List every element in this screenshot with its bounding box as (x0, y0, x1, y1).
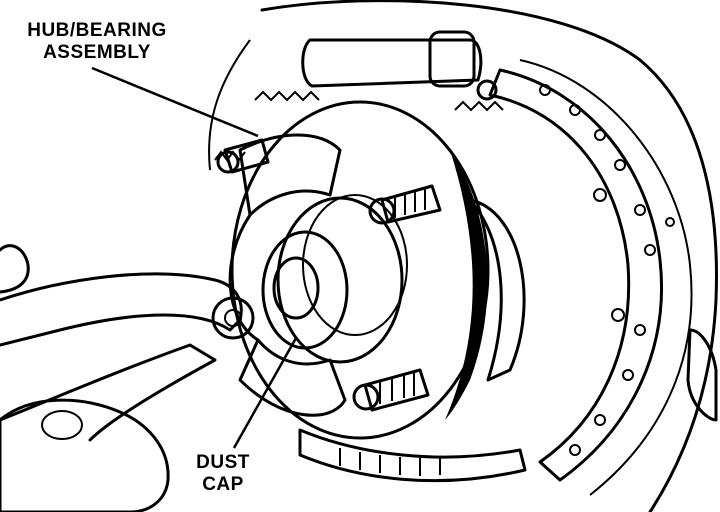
backing-plate-outline (260, 0, 718, 512)
hub-bearing-leader-line (91, 66, 259, 138)
hub-bearing-assembly-label: HUB/BEARING ASSEMBLY (8, 20, 186, 64)
tool-jaw-upper (238, 133, 342, 217)
spindle-end (261, 230, 349, 350)
brake-shoe (488, 68, 663, 482)
hub-bearing-label-line1: HUB/BEARING (27, 20, 167, 41)
backing-plate-inner-arc (208, 39, 251, 171)
pliers-handle-lower (0, 343, 217, 442)
dust-cap-label: DUST CAP (188, 452, 258, 496)
tool-jaw-lower (238, 338, 347, 417)
pliers-pivot-pin (224, 309, 242, 327)
hand-upper (0, 244, 30, 294)
dust-cap-label-line2: CAP (202, 474, 244, 495)
hub-bearing-spindle (276, 196, 404, 364)
adjuster-teeth (339, 448, 441, 476)
hub-bearing-label-line2: ASSEMBLY (43, 42, 151, 63)
shoe-rivets (539, 84, 675, 456)
brake-shoe-lining (519, 59, 693, 496)
wheel-stud-left (216, 138, 270, 174)
axle-housing (686, 328, 718, 422)
spindle-center (272, 256, 320, 320)
thumbnail (41, 410, 83, 440)
cylinder-boot (428, 30, 476, 88)
wheel-stud-upper (368, 184, 442, 225)
adjuster-assembly (298, 428, 527, 483)
pliers-handle-upper (0, 272, 243, 347)
bearing-body (468, 198, 526, 382)
dust-cap-label-line1: DUST (196, 452, 250, 473)
spindle-threads (302, 194, 408, 336)
hand-lower (0, 398, 170, 512)
pliers-pivot (211, 296, 255, 340)
dust-cap-leader-line (232, 337, 298, 449)
wheel-stud-lower (352, 368, 430, 412)
bleeder-screw (476, 79, 498, 101)
hub-flange-edge-shade (445, 150, 488, 420)
wheel-cylinder (301, 38, 483, 88)
